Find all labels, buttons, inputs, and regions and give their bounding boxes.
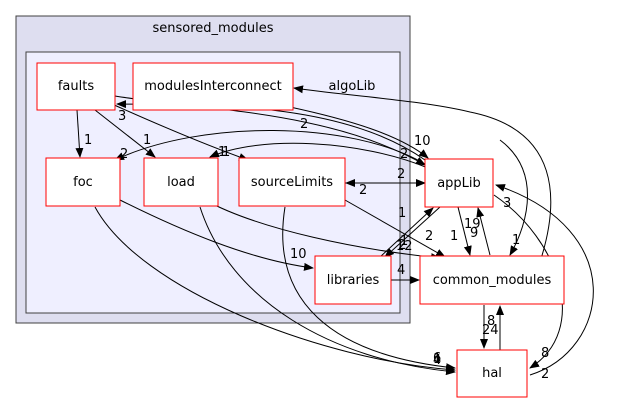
edge-label-sourcelimits-hal: 1 xyxy=(433,352,441,367)
edge-label-misc-1c: 1 xyxy=(400,234,408,249)
edge-label-foc-hal: 4 xyxy=(433,353,441,368)
node-applib-label: appLib xyxy=(437,176,481,191)
edge-applib-common xyxy=(457,206,472,256)
edge-label-applib-common: 19 xyxy=(464,217,481,232)
edge-modulesinterconnect-applib xyxy=(289,106,429,159)
edge-label-applib-hal: 8 xyxy=(541,346,549,361)
edge-faults-foc xyxy=(75,109,84,158)
edge-label-common-hal: 24 xyxy=(482,323,499,338)
edge-sourcelimits-common xyxy=(344,199,446,258)
node-modulesinterconnect-label: modulesInterconnect xyxy=(144,79,282,94)
edge-load-common xyxy=(204,199,441,262)
edge-label-common-applib: 9 xyxy=(470,226,478,241)
edge-label-applib-libraries: 12 xyxy=(396,239,413,254)
edge-label-libraries-common: 4 xyxy=(397,263,405,278)
node-hal[interactable]: hal xyxy=(456,349,528,398)
edge-label-faults-foc: 1 xyxy=(84,133,92,148)
edge-label-faults-sourcelimits: 1 xyxy=(222,145,230,160)
edge-label-faults-applib: 10 xyxy=(414,134,431,149)
edge-label-applib-foc: 2 xyxy=(120,147,128,162)
edge-label-faults-load: 1 xyxy=(143,133,151,148)
node-sourcelimits-label: sourceLimits xyxy=(251,175,333,190)
cluster-algolib-label: algoLib xyxy=(329,79,376,94)
edge-label-misc-2: 2 xyxy=(400,147,408,162)
edge-label-misc-1b: 1 xyxy=(450,229,458,244)
node-common-modules[interactable]: common_modules xyxy=(419,255,565,305)
node-sourcelimits[interactable]: sourceLimits xyxy=(238,157,346,207)
edge-sourcelimits-hal xyxy=(282,206,456,372)
edge-label-foc-libraries: 10 xyxy=(290,247,307,262)
edge-faults-sourcelimits xyxy=(111,103,249,161)
node-foc-label: foc xyxy=(73,175,93,190)
edge-hal-applib xyxy=(495,184,594,376)
edge-label-misc-3: 3 xyxy=(503,196,511,211)
edge-load-hal xyxy=(199,206,456,376)
edge-labels: 1 1 1 10 2 3 2 1 2 2 10 4 6 2 2 1 19 12 … xyxy=(84,109,549,382)
edge-label-load-common: 2 xyxy=(398,238,406,253)
edge-label-sourcelimits-applib: 2 xyxy=(397,167,405,182)
node-hal-label: hal xyxy=(482,366,502,381)
edge-applib-load xyxy=(209,142,429,169)
edge-label-hal-common: 8 xyxy=(487,314,495,329)
edge-label-modulesinterconnect-applib: 2 xyxy=(300,117,308,132)
edge-label-hal-applib: 2 xyxy=(541,367,549,382)
edge-label-applib-faults: 3 xyxy=(118,109,126,124)
node-libraries-label: libraries xyxy=(327,273,380,288)
node-foc[interactable]: foc xyxy=(45,157,121,207)
edge-faults-load xyxy=(94,109,156,158)
edge-common-applib xyxy=(476,207,491,256)
edge-misc-modulesinterconnect xyxy=(293,85,552,263)
node-faults-label: faults xyxy=(58,79,94,94)
edge-label-applib-sourcelimits: 2 xyxy=(359,183,367,198)
edge-label-applib-load: 1 xyxy=(218,145,226,160)
edge-label-load-hal: 6 xyxy=(433,351,441,366)
edge-label-sourcelimits-common: 2 xyxy=(425,229,433,244)
edge-applib-foc xyxy=(114,130,426,165)
node-libraries[interactable]: libraries xyxy=(314,255,392,305)
node-load[interactable]: load xyxy=(143,157,219,207)
node-faults[interactable]: faults xyxy=(36,62,116,111)
edge-label-misc-1: 1 xyxy=(512,233,520,248)
node-load-label: load xyxy=(167,175,195,190)
edge-label-libraries-applib: 1 xyxy=(398,206,406,221)
cluster-sensored-modules-label: sensored_modules xyxy=(152,21,273,36)
edge-libraries-applib xyxy=(379,207,434,258)
edge-misc-common xyxy=(499,139,528,256)
node-applib[interactable]: appLib xyxy=(424,158,494,208)
node-modulesinterconnect[interactable]: modulesInterconnect xyxy=(132,62,294,111)
node-common-modules-label: common_modules xyxy=(433,273,552,288)
